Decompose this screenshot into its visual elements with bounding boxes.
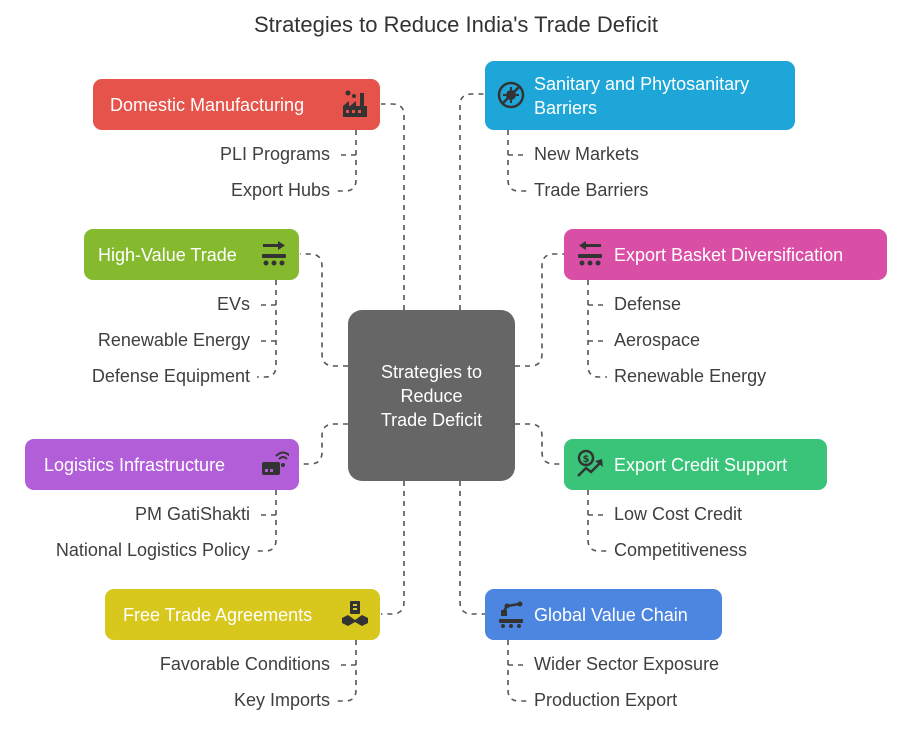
node-domestic-manufacturing: Domestic Manufacturing	[93, 79, 380, 130]
node-sanitary-label-line2: Barriers	[534, 97, 598, 118]
node-high-value-trade-label: High-Value Trade	[98, 244, 237, 265]
item-favorable-conditions: Favorable Conditions	[159, 654, 330, 674]
factory-icon	[343, 90, 367, 117]
item-export-hubs: Export Hubs	[230, 180, 330, 200]
growth-money-icon: $	[577, 449, 603, 477]
node-high-value-trade: High-Value Trade	[84, 229, 299, 280]
robot-arm-icon	[499, 601, 523, 628]
item-renewable-energy-eb: Renewable Energy	[614, 366, 767, 386]
central-topic-line3: Trade Deficit	[380, 409, 483, 430]
node-fta-label: Free Trade Agreements	[123, 604, 313, 625]
item-trade-barriers: Trade Barriers	[534, 180, 649, 200]
node-logistics-infrastructure: Logistics Infrastructure	[25, 439, 299, 490]
item-pli-programs: PLI Programs	[219, 144, 330, 164]
item-defense: Defense	[614, 294, 682, 314]
item-competitiveness: Competitiveness	[614, 540, 748, 560]
node-global-value-chain: Global Value Chain	[485, 589, 722, 640]
node-export-basket-label: Export Basket Diversification	[614, 244, 844, 265]
item-low-cost-credit: Low Cost Credit	[614, 504, 743, 524]
node-export-basket-diversification: Export Basket Diversification	[564, 229, 887, 280]
node-logistics-label: Logistics Infrastructure	[44, 454, 226, 475]
item-renewable-energy-hv: Renewable Energy	[97, 330, 250, 350]
item-key-imports: Key Imports	[233, 690, 330, 710]
conveyor-forward-icon	[262, 241, 286, 266]
item-new-markets: New Markets	[534, 144, 640, 164]
node-free-trade-agreements: Free Trade Agreements	[105, 589, 380, 640]
node-export-credit-label: Export Credit Support	[614, 454, 788, 475]
item-wider-sector-exposure: Wider Sector Exposure	[534, 654, 720, 674]
central-topic-line2: Reduce	[400, 385, 463, 406]
node-export-credit-support: $ Export Credit Support	[564, 439, 827, 490]
svg-text:$: $	[583, 454, 590, 465]
central-topic: Strategies to Reduce Trade Deficit	[348, 310, 515, 481]
item-production-export: Production Export	[534, 690, 678, 710]
item-aerospace: Aerospace	[614, 330, 701, 350]
item-defense-equipment: Defense Equipment	[91, 366, 250, 386]
handshake-icon	[342, 601, 368, 626]
item-pm-gatishakti: PM GatiShakti	[134, 504, 250, 524]
virus-block-icon	[497, 81, 525, 109]
conveyor-back-icon	[578, 241, 602, 266]
central-topic-line1: Strategies to	[380, 361, 483, 382]
node-sanitary-phytosanitary: Sanitary and Phytosanitary Barriers	[485, 61, 795, 130]
node-domestic-manufacturing-label: Domestic Manufacturing	[110, 94, 305, 115]
item-national-logistics-policy: National Logistics Policy	[55, 540, 250, 560]
wireless-box-icon	[262, 451, 289, 475]
item-evs: EVs	[216, 294, 250, 314]
node-gvc-label: Global Value Chain	[534, 604, 688, 625]
diagram-title: Strategies to Reduce India's Trade Defic…	[253, 12, 659, 37]
node-sanitary-label-line1: Sanitary and Phytosanitary	[534, 73, 750, 94]
